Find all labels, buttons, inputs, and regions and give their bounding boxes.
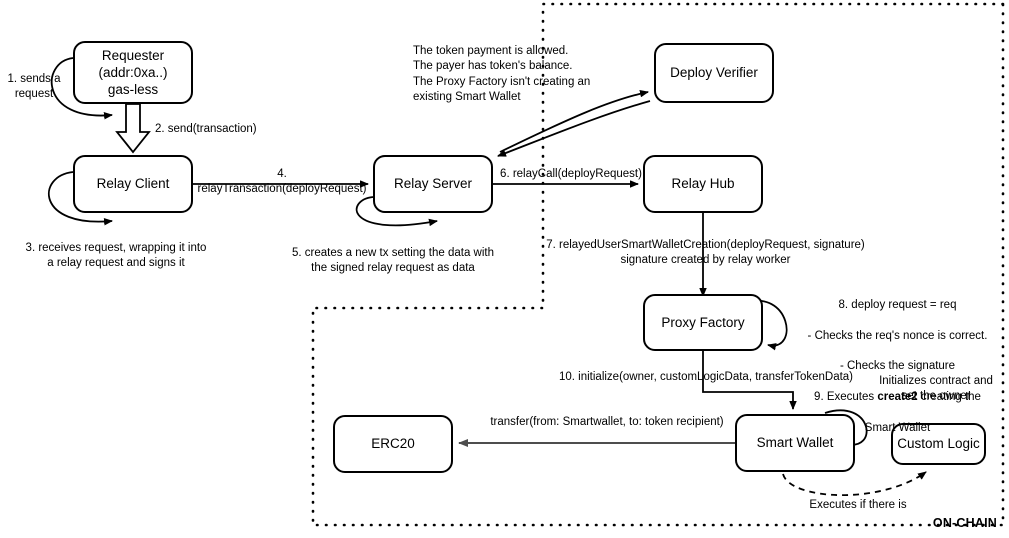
node-relay-hub[interactable]: Relay Hub [643, 155, 763, 213]
note-line-nonce: - Checks the req's nonce is correct. [807, 329, 988, 342]
note-create2-keyword: create2 [877, 390, 918, 403]
note-line-9-prefix: 9. Executes [814, 390, 878, 403]
edge-executes-custom-logic [782, 471, 927, 497]
node-proxy-factory[interactable]: Proxy Factory [643, 294, 763, 351]
note-line-8: 8. deploy request = req [838, 299, 957, 312]
node-requester[interactable]: Requester (addr:0xa..) gas-less [73, 41, 193, 104]
edge-deploy-verifier-response [497, 100, 651, 157]
node-erc20[interactable]: ERC20 [333, 415, 453, 473]
label-executes-if-there-is: Executes if there is [809, 499, 907, 511]
label-step6: 6. relayCall(deployRequest) [500, 168, 642, 180]
label-on-chain: ON-CHAIN [932, 516, 997, 530]
label-step3: 3. receives request, wrapping it into a … [25, 242, 207, 270]
label-step5: 5. creates a new tx setting the data wit… [291, 247, 494, 275]
node-deploy-verifier[interactable]: Deploy Verifier [654, 43, 774, 103]
note-line-9-suffix: creating the [917, 390, 981, 403]
label-transfer: transfer(from: Smartwallet, to: token re… [490, 416, 724, 428]
label-step7: 7. relayedUserSmartWalletCreation(deploy… [546, 239, 865, 267]
note-proxy-factory: 8. deploy request = req - Checks the req… [790, 283, 1005, 436]
node-relay-server[interactable]: Relay Server [373, 155, 493, 213]
edge-step2-send-transaction [115, 103, 151, 154]
node-relay-client[interactable]: Relay Client [73, 155, 193, 213]
label-step1: 1. sends a request [7, 73, 61, 101]
note-deploy-verifier: The token payment is allowed. The payer … [413, 45, 591, 103]
note-line-signature: - Checks the signature [839, 360, 956, 373]
label-step4: 4. relayTransaction(deployRequest) [197, 168, 367, 196]
note-line-smart-wallet: Smart Wallet [864, 421, 931, 434]
label-step2: 2. send(transaction) [155, 123, 257, 135]
